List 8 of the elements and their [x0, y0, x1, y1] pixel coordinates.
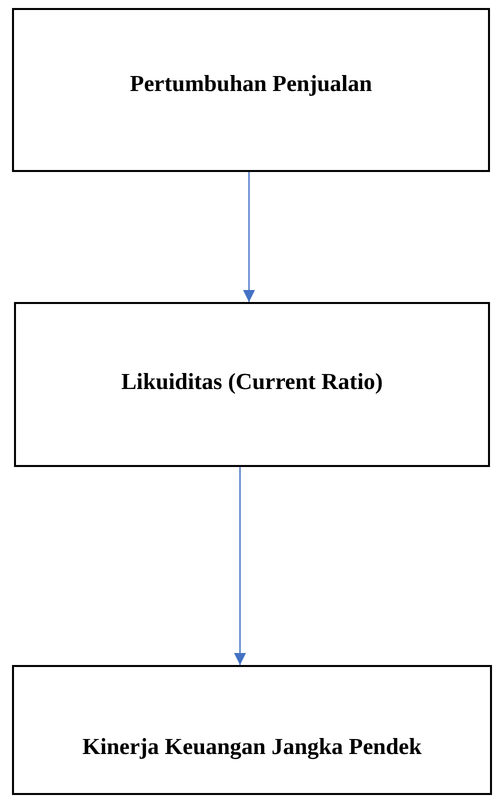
arrow	[243, 172, 255, 302]
box-label: Likuiditas (Current Ratio)	[121, 368, 383, 396]
process-box	[12, 8, 490, 172]
process-box	[12, 665, 492, 795]
box-label: Pertumbuhan Penjualan	[130, 70, 372, 98]
process-box	[14, 302, 490, 467]
box-label: Kinerja Keuangan Jangka Pendek	[82, 733, 422, 762]
arrow	[234, 467, 246, 665]
